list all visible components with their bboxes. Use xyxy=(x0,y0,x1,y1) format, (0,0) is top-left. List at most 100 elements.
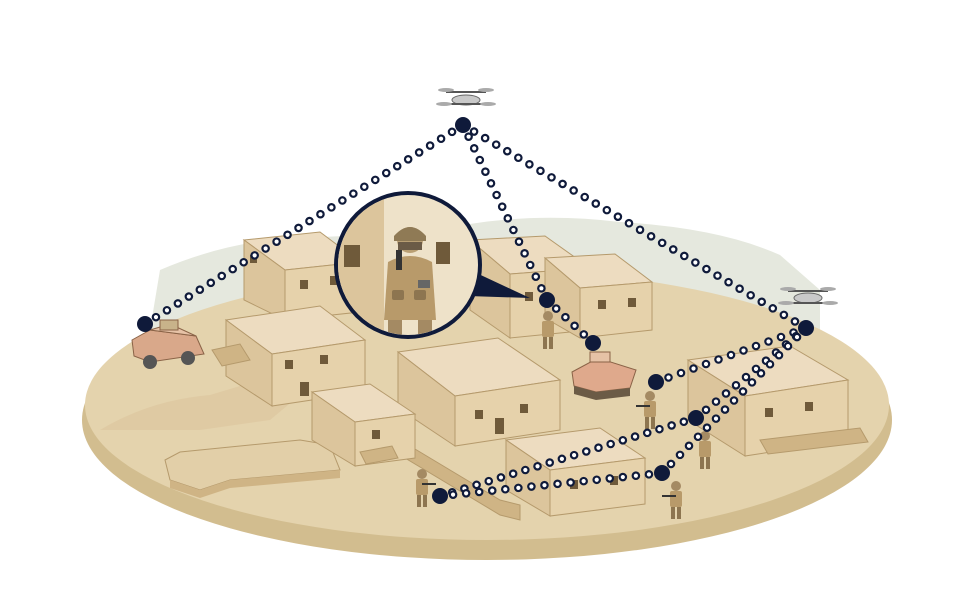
link-dot xyxy=(579,476,588,486)
link-dot xyxy=(739,346,748,355)
link-dot xyxy=(472,480,481,490)
link-dot xyxy=(272,237,281,246)
link-dot xyxy=(714,355,723,364)
link-dot xyxy=(679,417,689,427)
network-links xyxy=(151,127,802,499)
link-dot xyxy=(537,284,546,293)
drone-icon xyxy=(436,88,496,106)
link-dot xyxy=(525,260,535,270)
link-dot xyxy=(492,190,501,200)
link-dot xyxy=(533,461,542,471)
building xyxy=(543,253,654,339)
link-dot xyxy=(702,264,711,274)
link-dot xyxy=(545,458,555,467)
link-dot xyxy=(747,378,757,387)
link-dot xyxy=(514,237,524,246)
link-dot xyxy=(569,450,579,460)
link-soldier-bottom-right-soldier-bottom-left xyxy=(448,470,654,499)
soldier-icon xyxy=(542,311,554,349)
compound-walls xyxy=(164,439,521,521)
link-dot xyxy=(721,389,731,398)
link-dot xyxy=(228,264,238,274)
link-dot xyxy=(497,202,507,211)
soldier-icon xyxy=(699,431,711,469)
link-dot xyxy=(536,166,545,176)
link-dot xyxy=(631,471,641,481)
link-dot xyxy=(521,465,530,475)
link-dot xyxy=(642,428,652,438)
node-vehicle-left xyxy=(137,316,153,332)
link-dot xyxy=(195,285,205,294)
link-dot xyxy=(392,161,402,171)
soldier-icon xyxy=(636,391,656,429)
link-dot xyxy=(701,405,711,415)
soldier-with-radio-icon xyxy=(384,227,436,335)
link-drone-right-soldier-bottom-right xyxy=(666,332,802,469)
link-dot xyxy=(349,189,358,198)
node-drone-right xyxy=(798,320,814,336)
link-dot xyxy=(217,271,227,281)
link-dot xyxy=(338,196,347,205)
link-drone-right-soldier-mid-right xyxy=(664,328,798,382)
link-dot xyxy=(527,482,536,491)
link-dot xyxy=(751,364,761,374)
link-dot xyxy=(729,396,739,405)
link-dot xyxy=(469,127,479,136)
link-dot xyxy=(557,454,567,464)
link-dot xyxy=(448,490,458,499)
link-dot xyxy=(618,472,628,482)
link-dot xyxy=(316,209,325,219)
link-dot xyxy=(792,332,802,342)
link-dot xyxy=(474,487,484,497)
building xyxy=(686,345,869,457)
link-dot xyxy=(540,480,549,490)
armored-vehicle-icon xyxy=(131,319,205,369)
link-dot xyxy=(305,216,314,226)
link-dot xyxy=(594,443,603,453)
node-robot-tank xyxy=(585,335,601,351)
building xyxy=(211,305,367,407)
link-dot xyxy=(592,475,602,485)
link-dot xyxy=(580,192,590,202)
link-dot xyxy=(746,290,755,300)
soldier-icon xyxy=(662,481,682,519)
link-dot xyxy=(602,205,612,215)
building xyxy=(310,383,417,467)
link-dot xyxy=(679,251,689,261)
link-dot xyxy=(630,432,640,441)
link-dot xyxy=(720,405,730,414)
link-dot xyxy=(644,470,654,479)
link-dot xyxy=(693,432,703,442)
link-dot xyxy=(475,155,485,165)
node-soldier-mid-right xyxy=(648,374,664,390)
node-soldier-bottom-left xyxy=(432,488,448,504)
link-dot xyxy=(360,182,369,192)
link-dot xyxy=(525,159,534,169)
link-dot xyxy=(655,424,664,434)
link-dot xyxy=(520,249,529,258)
link-dot xyxy=(684,441,694,451)
link-dot xyxy=(162,305,172,315)
link-dot xyxy=(327,203,336,212)
link-dot xyxy=(261,244,270,253)
link-drone-top-vehicle-left xyxy=(151,127,457,322)
link-dot xyxy=(724,277,733,287)
link-dot xyxy=(657,238,667,248)
link-dot xyxy=(751,341,761,351)
link-dot xyxy=(757,297,767,307)
link-dot xyxy=(500,484,510,494)
building xyxy=(504,427,647,517)
link-dot xyxy=(250,251,259,260)
link-dot xyxy=(756,369,766,378)
link-dot xyxy=(414,148,424,157)
node-soldier-bottom-right xyxy=(654,465,670,481)
link-dot xyxy=(381,168,391,178)
link-dot xyxy=(702,423,712,432)
node-drone-top xyxy=(455,117,471,133)
link-dot xyxy=(774,350,784,360)
link-dot xyxy=(436,134,446,144)
link-dot xyxy=(726,350,736,360)
link-dot xyxy=(735,284,744,294)
link-dot xyxy=(403,155,413,164)
